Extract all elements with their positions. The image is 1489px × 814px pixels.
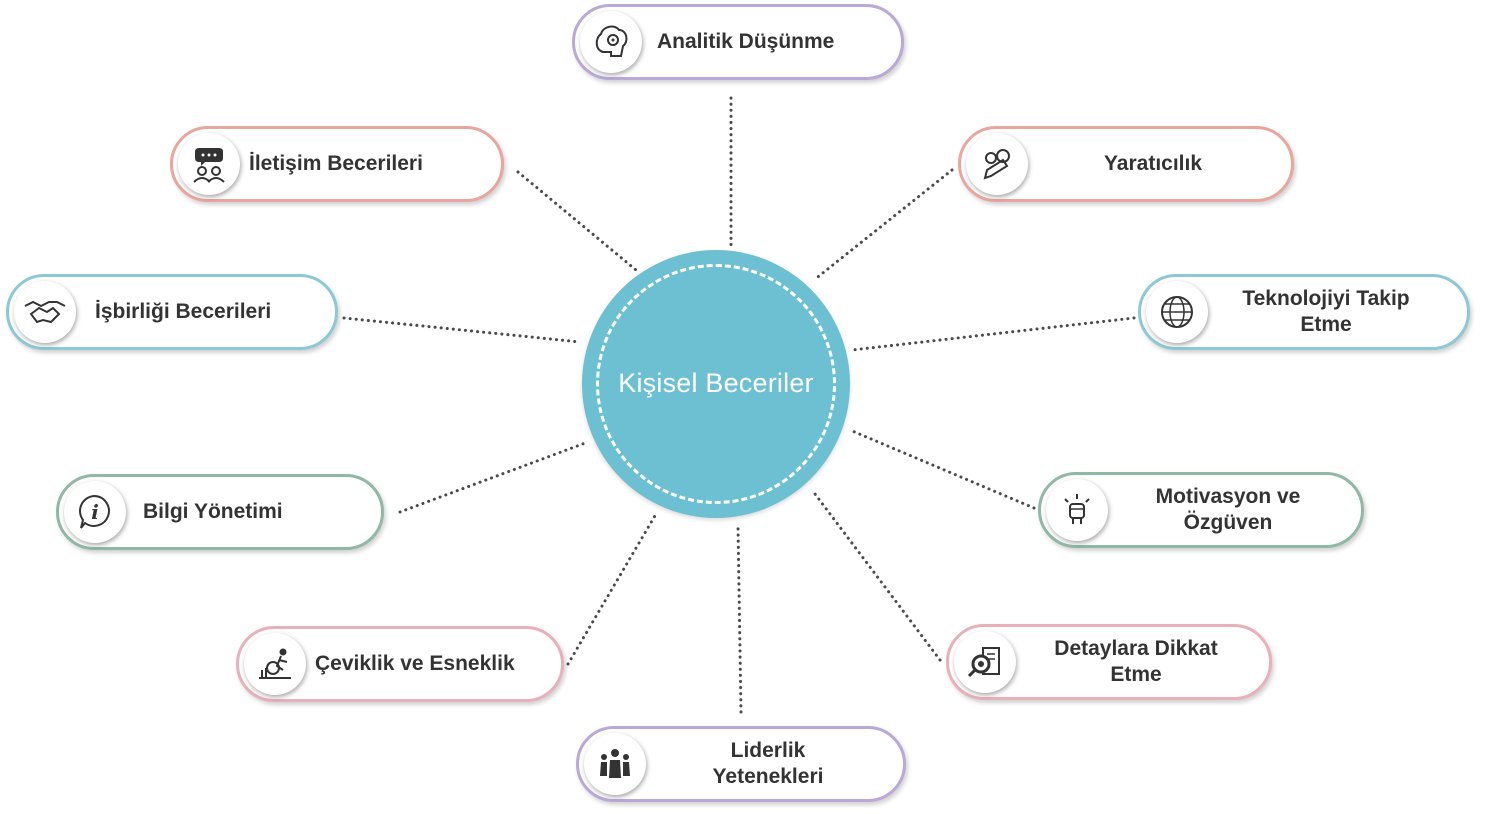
node-yaraticilik: Yaratıcılık <box>958 126 1294 202</box>
node-label-line: Liderlik <box>730 739 806 762</box>
globe-circuit-icon <box>1146 281 1208 343</box>
runner-gear-icon <box>244 633 306 695</box>
connector-line <box>398 440 590 514</box>
node-label-line: Yetenekleri <box>712 765 824 788</box>
connector-line <box>736 524 743 714</box>
node-label-line: Bilgi Yönetimi <box>143 500 283 523</box>
node-ceviklik-ve-esneklik: Çeviklik ve Esneklik <box>236 626 564 702</box>
node-analitik-dusunme: Analitik Düşünme <box>572 4 904 80</box>
node-label-line: Yaratıcılık <box>1103 152 1203 175</box>
connector-line <box>566 512 658 666</box>
node-isbirligi-becerileri: İşbirliği Becerileri <box>6 274 338 350</box>
node-bilgi-yonetimi: i Bilgi Yönetimi <box>56 474 384 550</box>
node-liderlik-yetenekleri: Liderlik Yetenekleri <box>576 726 906 802</box>
node-iletisim-becerileri: İletişim Becerileri <box>170 126 504 202</box>
node-label-line: Motivasyon ve <box>1155 485 1301 508</box>
handshake-icon <box>14 281 76 343</box>
node-motivasyon-ve-ozguven: Motivasyon ve Özgüven <box>1038 472 1364 548</box>
info-icon: i <box>64 481 126 543</box>
node-label-line: Analitik Düşünme <box>657 30 835 53</box>
svg-text:i: i <box>91 500 99 524</box>
node-label-line: Etme <box>1110 663 1162 686</box>
connector-line <box>848 428 1036 510</box>
node-label-line: Detaylara Dikkat <box>1054 637 1218 660</box>
node-detaylara-dikkat-etme: Detaylara Dikkat Etme <box>946 624 1272 700</box>
connector-line <box>812 168 954 282</box>
connector-line <box>810 488 942 662</box>
fist-icon <box>1046 479 1108 541</box>
node-label-line: Özgüven <box>1183 511 1273 534</box>
center-dashed-ring <box>596 264 836 504</box>
leader-group-icon <box>584 733 646 795</box>
node-label-line: Teknolojiyi Takip <box>1242 287 1410 310</box>
node-label-line: İletişim Becerileri <box>249 152 423 175</box>
connector-line <box>850 316 1136 352</box>
brain-gear-icon <box>580 11 642 73</box>
speech-people-icon <box>178 133 240 195</box>
node-label-line: Etme <box>1300 313 1352 336</box>
pencil-gears-icon <box>966 133 1028 195</box>
node-label-line: Çeviklik ve Esneklik <box>315 652 515 675</box>
connector-line <box>342 316 582 344</box>
connector-line <box>516 170 638 272</box>
node-teknolojiyi-takip-etme: Teknolojiyi Takip Etme <box>1138 274 1470 350</box>
magnifier-document-icon <box>954 631 1016 693</box>
center-label: Kişisel Beceriler <box>618 368 814 398</box>
node-label-line: İşbirliği Becerileri <box>95 300 272 323</box>
center-node: Kişisel Beceriler <box>582 250 850 518</box>
